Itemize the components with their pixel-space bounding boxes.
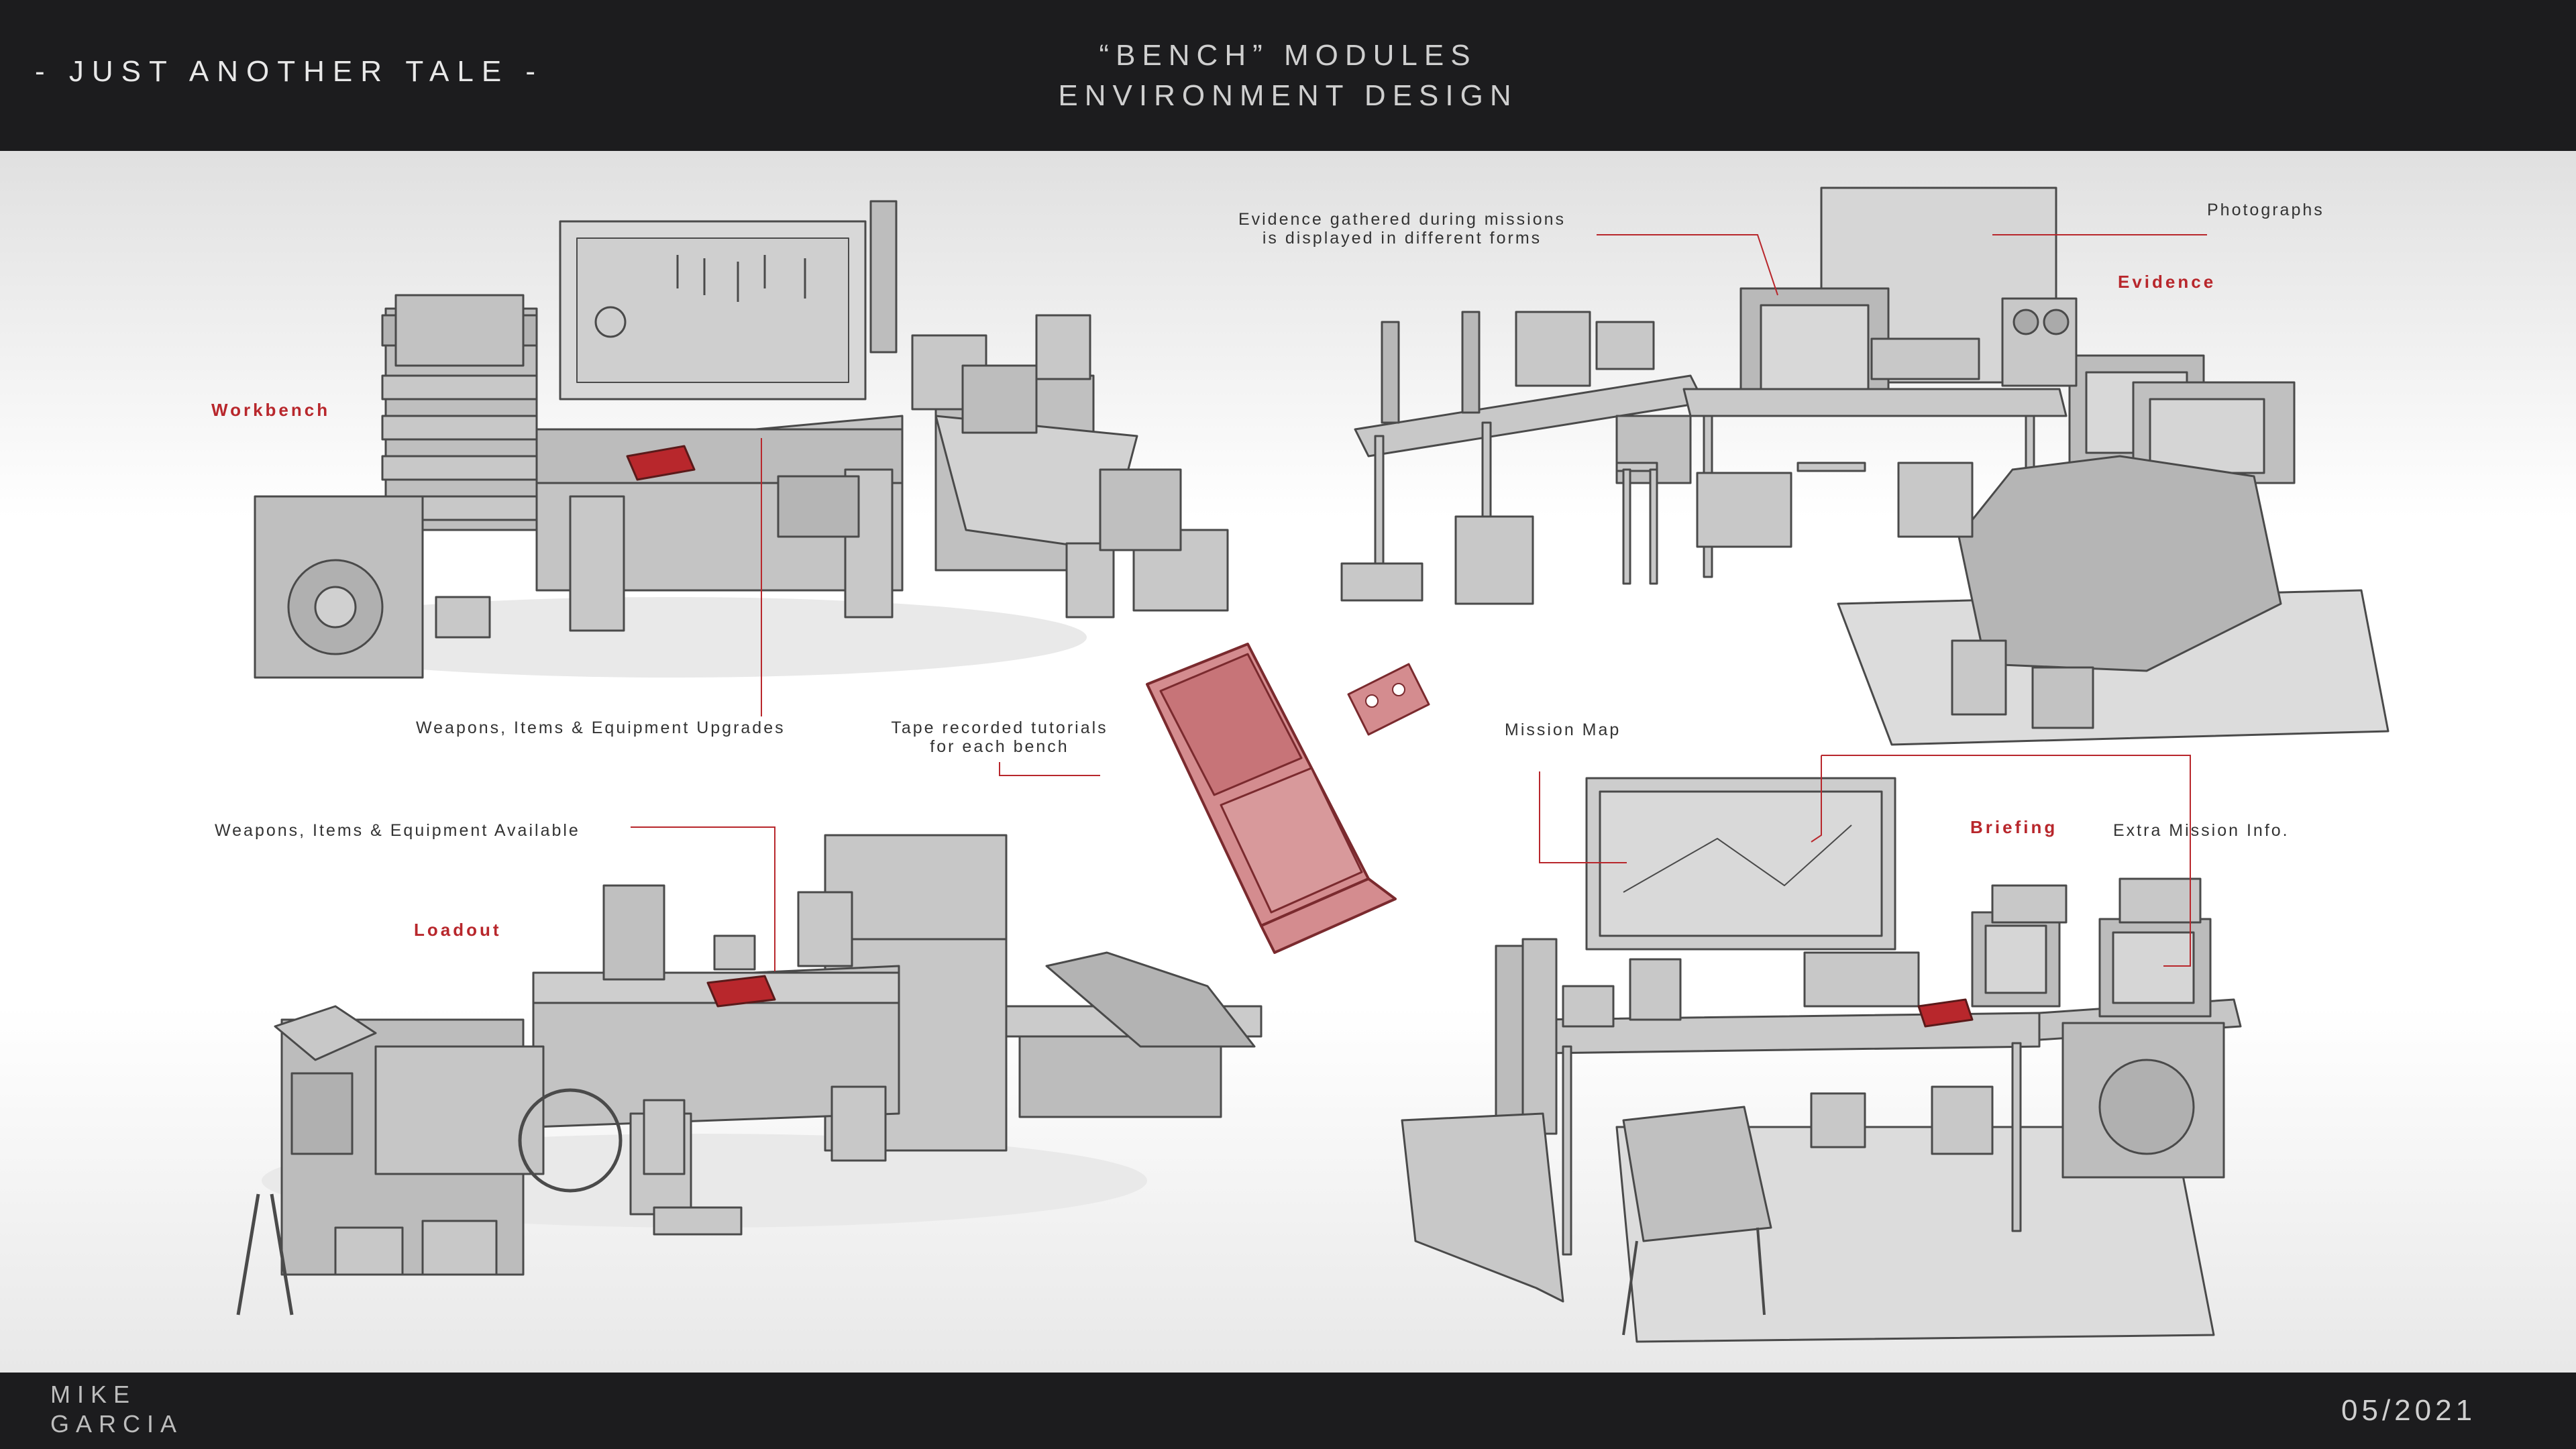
tape-recorder xyxy=(1146,643,1430,954)
label-mission-map: Mission Map xyxy=(1505,720,1621,739)
date-stamp: 05/2021 xyxy=(2341,1394,2477,1427)
page-subtitle: ENVIRONMENT DESIGN xyxy=(1058,79,1518,112)
callout-lines xyxy=(631,234,2207,971)
header-bar xyxy=(0,0,2576,151)
evidence-module xyxy=(1340,186,2390,746)
workbench-module xyxy=(254,200,1229,679)
artist-last-name: GARCIA xyxy=(50,1410,184,1438)
label-extra-info: Extra Mission Info. xyxy=(2113,821,2290,840)
label-upgrades: Weapons, Items & Equipment Upgrades xyxy=(416,718,786,737)
loadout-module xyxy=(236,834,1263,1316)
footer-bar xyxy=(0,1373,2576,1449)
label-photographs: Photographs xyxy=(2207,201,2324,219)
artboard: Workbench Weapons, Items & Equipment Upg… xyxy=(0,151,2576,1373)
label-tape-line1: Tape recorded tutorials xyxy=(891,718,1108,737)
label-evidence-note-line2: is displayed in different forms xyxy=(1262,229,1542,248)
label-available: Weapons, Items & Equipment Available xyxy=(215,821,580,840)
label-briefing: Briefing xyxy=(1970,817,2058,837)
artist-first-name: MIKE xyxy=(50,1381,137,1408)
label-evidence-note-line1: Evidence gathered during missions xyxy=(1238,210,1566,229)
label-loadout: Loadout xyxy=(414,920,502,940)
modules-title: “BENCH” MODULES xyxy=(1099,39,1477,72)
briefing-module xyxy=(1401,777,2242,1343)
label-workbench: Workbench xyxy=(211,400,331,420)
illustration xyxy=(236,186,2390,1343)
project-title: - JUST ANOTHER TALE - xyxy=(35,55,544,88)
label-tape-line2: for each bench xyxy=(930,737,1069,756)
label-evidence: Evidence xyxy=(2118,272,2216,292)
